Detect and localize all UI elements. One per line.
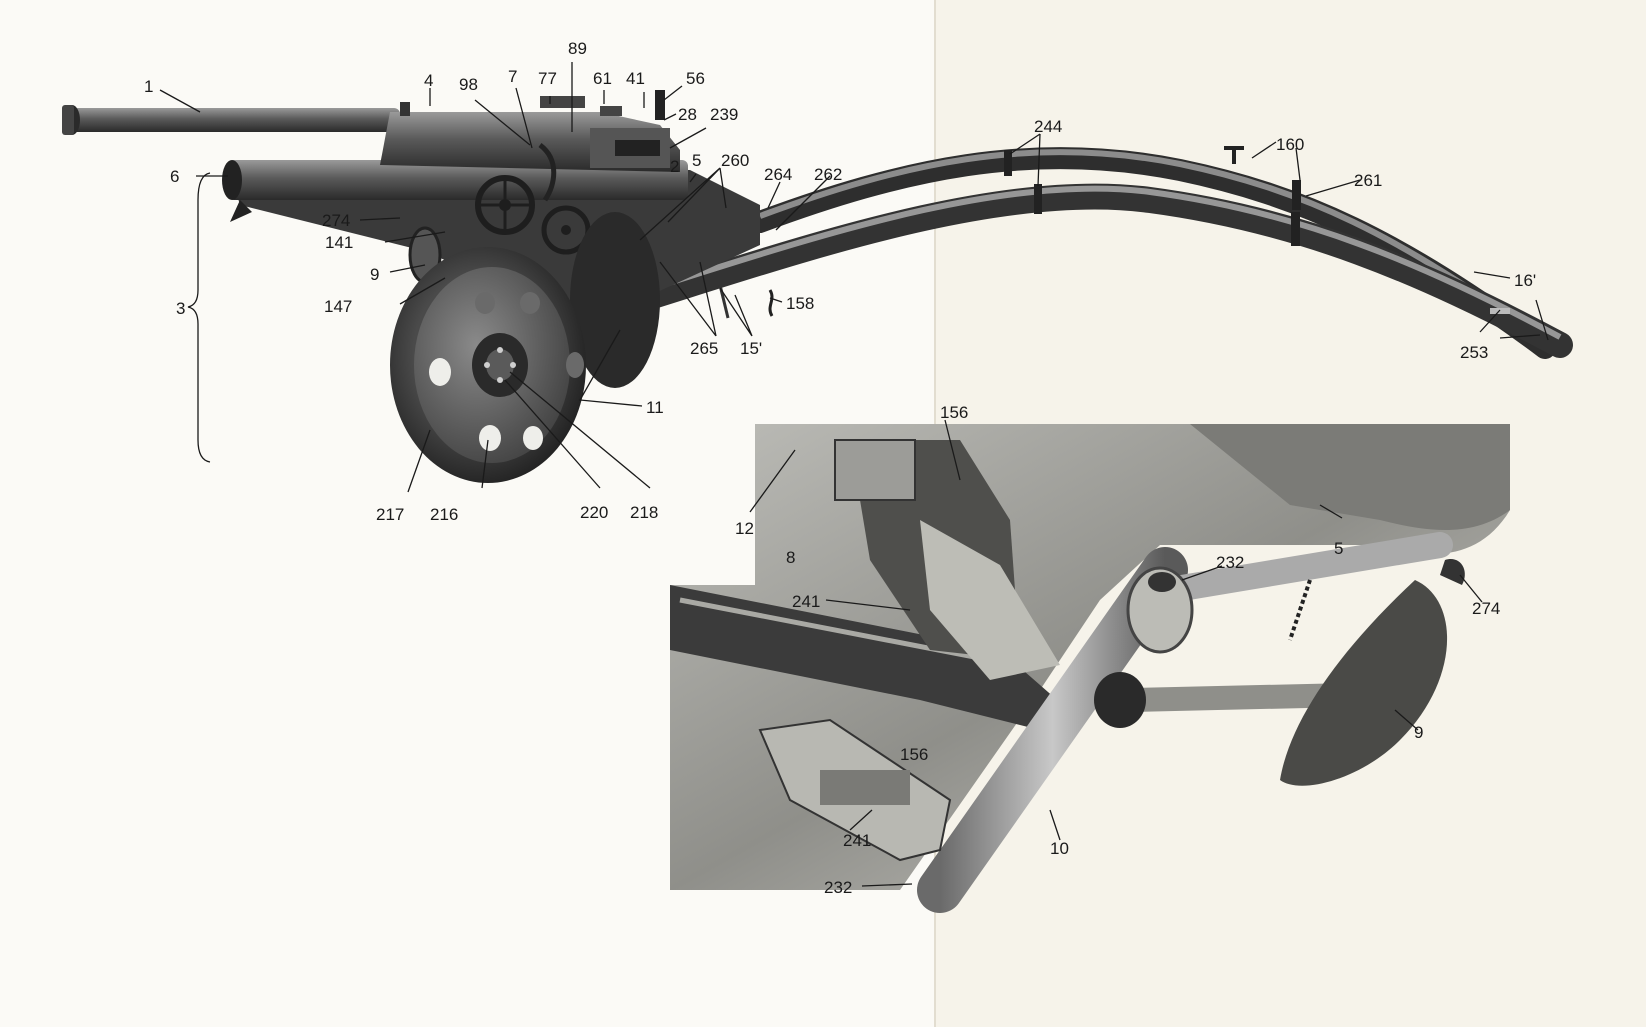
label-232-top: 232	[1216, 553, 1244, 572]
lever	[538, 143, 557, 202]
label-77: 77	[538, 69, 557, 88]
fitting	[400, 102, 410, 116]
spring-clamp	[834, 439, 916, 501]
label-9-top: 9	[370, 265, 379, 284]
label-9-photo: 9	[1414, 723, 1423, 742]
label-232-photo: 232	[824, 878, 852, 897]
label-156-photo: 156	[900, 745, 928, 764]
elevation-handwheel	[475, 175, 535, 235]
spade-plate	[1280, 580, 1448, 786]
label-7: 7	[508, 67, 517, 86]
label-3: 3	[176, 299, 185, 318]
cradle-front	[222, 160, 242, 200]
trail-beam	[670, 585, 1080, 730]
pivot-bore	[1148, 572, 1176, 592]
label-28: 28	[678, 105, 697, 124]
label-5-photo: 5	[1334, 539, 1343, 558]
label-265: 265	[690, 339, 718, 358]
bracket-3	[187, 172, 211, 463]
spade-hinge	[1440, 559, 1465, 585]
label-239: 239	[710, 105, 738, 124]
label-220: 220	[580, 503, 608, 522]
strut-arm-lower	[1118, 683, 1362, 712]
label-160: 160	[1276, 135, 1304, 154]
rear-wheel	[570, 212, 660, 388]
label-244: 244	[1034, 117, 1062, 136]
trail-handle-icon	[1224, 146, 1244, 164]
label-10: 10	[1050, 839, 1069, 858]
label-11: 11	[646, 398, 664, 417]
label-261: 261	[1354, 171, 1382, 190]
trail-end-mark	[1490, 308, 1510, 314]
label-98: 98	[459, 75, 478, 94]
axle-tube	[917, 547, 1188, 913]
label-8: 8	[786, 548, 795, 567]
label-61: 61	[593, 69, 612, 88]
trail-clamp	[1034, 184, 1042, 214]
fitting	[600, 106, 622, 116]
label-274-top: 274	[322, 211, 350, 230]
label-4: 4	[424, 71, 433, 90]
label-264: 264	[764, 165, 792, 184]
leader-lines	[159, 62, 1549, 887]
label-56: 56	[686, 69, 705, 88]
cradle-underside	[1190, 424, 1510, 530]
trail-lower	[627, 183, 1573, 358]
label-16-prime: 16'	[1514, 271, 1536, 290]
label-158: 158	[786, 294, 814, 313]
lower-spring	[820, 770, 910, 805]
trail-clamp	[1292, 180, 1301, 210]
chain	[1288, 579, 1312, 641]
label-89: 89	[568, 39, 587, 58]
label-216: 216	[430, 505, 458, 524]
sight-post	[655, 90, 665, 120]
label-1: 1	[144, 77, 153, 96]
callout-labels: 1 4 98 7 77 89 61 41 56 28 239 2 6 5 260…	[144, 39, 1536, 897]
label-156-top: 156	[940, 403, 968, 422]
front-hook	[230, 200, 252, 222]
label-41: 41	[626, 69, 645, 88]
label-12: 12	[735, 519, 754, 538]
leaf-spring	[920, 520, 1060, 680]
tow-hook	[768, 289, 774, 317]
axle-bore	[1094, 672, 1146, 728]
label-241-photo: 241	[843, 831, 871, 850]
cradle	[228, 160, 688, 200]
label-2: 2	[670, 157, 679, 176]
label-274-photo: 274	[1472, 599, 1500, 618]
front-wheel	[390, 247, 586, 483]
trail-clamp	[1291, 212, 1300, 246]
label-262: 262	[814, 165, 842, 184]
trail-clamp	[1004, 150, 1012, 176]
label-217: 217	[376, 505, 404, 524]
label-5-top: 5	[692, 151, 701, 170]
fitting	[540, 96, 585, 108]
label-253: 253	[1460, 343, 1488, 362]
label-260: 260	[721, 151, 749, 170]
label-6: 6	[170, 167, 179, 186]
label-15-prime: 15'	[740, 339, 762, 358]
label-147: 147	[324, 297, 352, 316]
pivot-sleeve	[1126, 566, 1194, 654]
detail-photo	[670, 424, 1510, 913]
label-241-top: 241	[792, 592, 820, 611]
gun-side-view	[62, 90, 1573, 483]
label-141: 141	[325, 233, 353, 252]
label-218: 218	[630, 503, 658, 522]
strut-arm	[1157, 532, 1453, 603]
